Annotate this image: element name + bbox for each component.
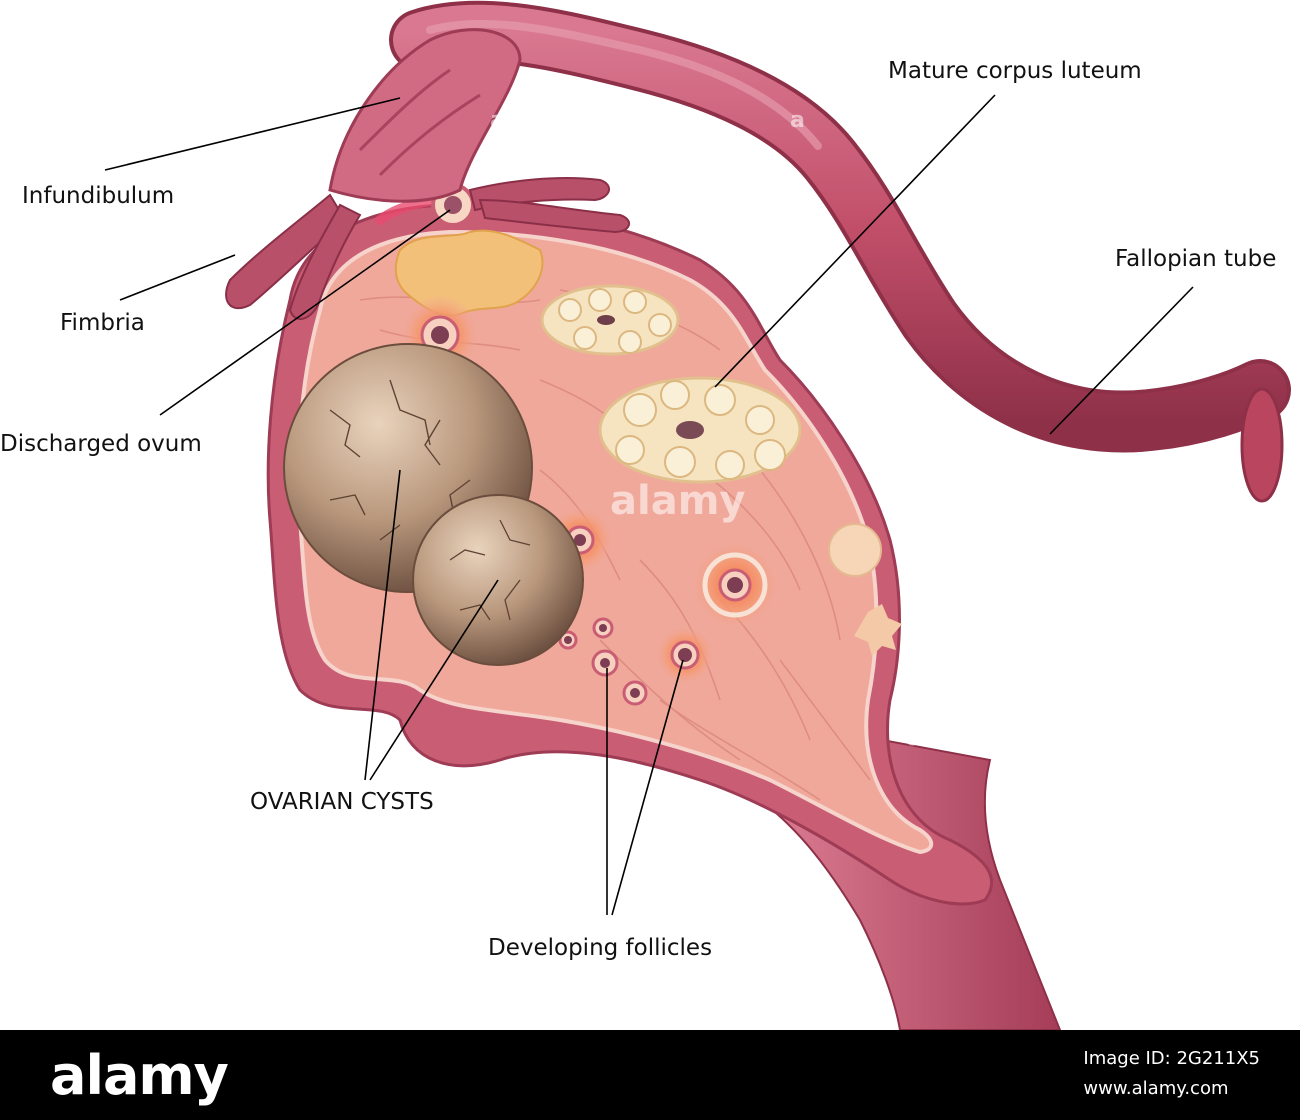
leader-corpus-luteum	[714, 94, 996, 388]
label-discharged-ovum: Discharged ovum	[0, 431, 202, 457]
watermark-mark: a	[490, 108, 505, 133]
ovary-illustration	[104, 0, 1291, 1030]
label-mature-corpus-luteum: Mature corpus luteum	[888, 58, 1142, 84]
leader-lines	[104, 94, 1194, 916]
label-ovarian-cysts: OVARIAN CYSTS	[250, 789, 434, 815]
leader-discharged-ovum	[159, 209, 451, 416]
leader-cyst-1	[364, 469, 401, 781]
footer-logo: alamy	[50, 1044, 229, 1107]
tube-opening	[1240, 387, 1284, 503]
site-url: www.alamy.com	[1083, 1078, 1229, 1099]
watermark-brand-side: alamy	[905, 715, 1014, 753]
fimbria	[225, 177, 630, 320]
leader-fimbria	[119, 254, 236, 301]
image-id: Image ID: 2G211X5	[1083, 1048, 1260, 1069]
watermark-mark: a	[1090, 108, 1105, 133]
label-fimbria: Fimbria	[60, 310, 145, 336]
footer-bar: alamy Image ID: 2G211X5 www.alamy.com	[0, 1030, 1300, 1120]
watermark-mark: a	[790, 108, 805, 133]
watermark-mark: a	[1270, 500, 1285, 525]
follicle	[655, 625, 715, 685]
follicle	[558, 630, 578, 650]
leader-infundibulum	[104, 97, 401, 171]
leader-cyst-2	[369, 579, 499, 781]
follicle	[591, 649, 619, 677]
leader-follicle-2	[611, 659, 684, 916]
corpus-albicans	[828, 523, 902, 656]
fallopian-tube	[389, 0, 1291, 503]
follicle	[691, 541, 779, 629]
corpus-luteum-large	[598, 376, 802, 484]
label-infundibulum: Infundibulum	[22, 183, 175, 209]
infundibulum	[328, 28, 522, 203]
watermark-brand: alamy	[610, 478, 746, 524]
leader-fallopian-tube	[1049, 286, 1194, 435]
follicle	[622, 680, 648, 706]
label-developing-follicles: Developing follicles	[488, 935, 713, 961]
follicle	[592, 617, 614, 639]
label-fallopian-tube: Fallopian tube	[1115, 246, 1277, 272]
corpus-luteum-small	[540, 284, 680, 356]
footer-info: Image ID: 2G211X5 www.alamy.com	[1083, 1044, 1260, 1104]
